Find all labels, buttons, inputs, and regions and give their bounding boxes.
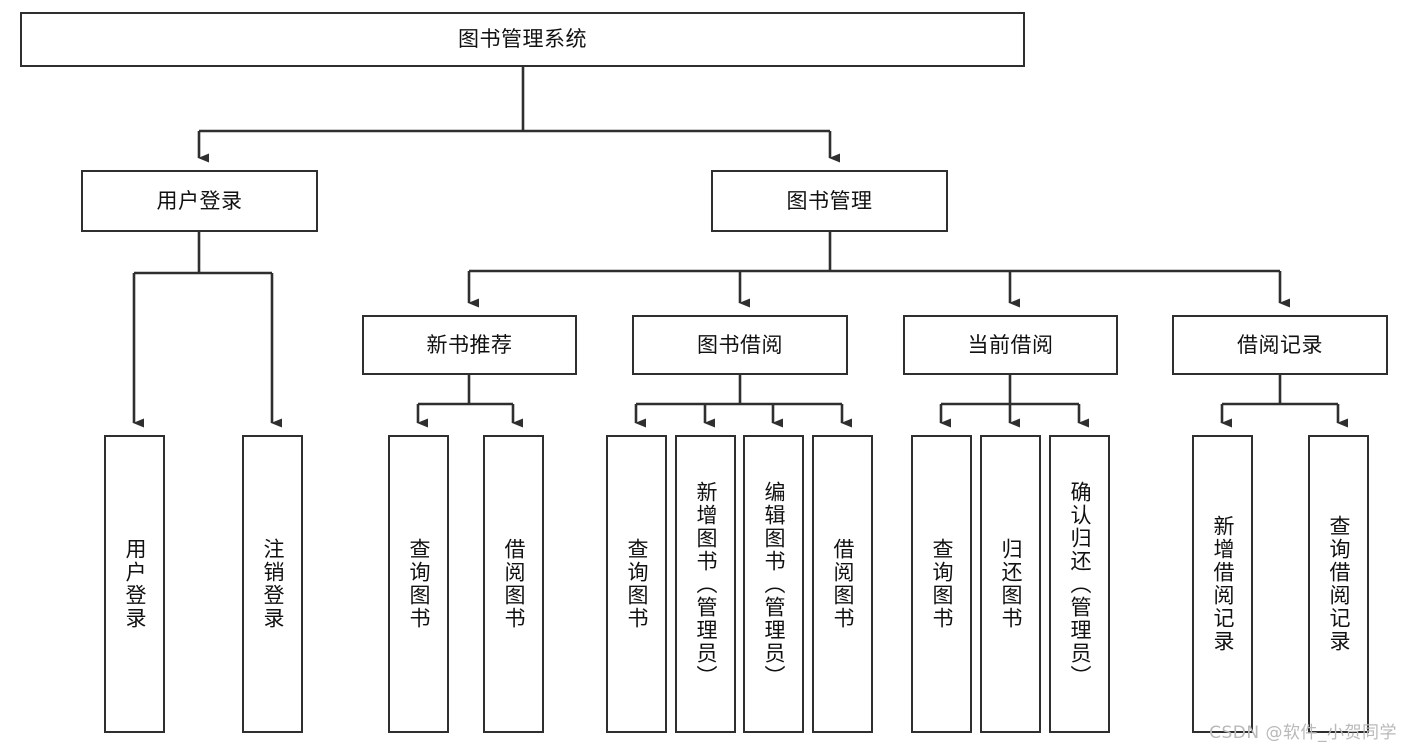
node-new-book-recommend-label: 新书推荐 (426, 332, 513, 357)
node-leaf-query-book-3[interactable]: 查询图书 (911, 435, 972, 733)
node-leaf-add-book-label: 新增图书（管理员） (694, 480, 718, 688)
node-leaf-borrow-book-2-label: 借阅图书 (831, 538, 855, 630)
node-leaf-user-logout[interactable]: 注销登录 (242, 435, 303, 733)
watermark-text: CSDN @软件_小贺同学 (1209, 723, 1397, 743)
node-leaf-user-login[interactable]: 用户登录 (104, 435, 165, 733)
node-new-book-recommend[interactable]: 新书推荐 (362, 315, 577, 375)
node-leaf-user-login-label: 用户登录 (123, 538, 147, 630)
node-leaf-edit-book-label: 编辑图书（管理员） (762, 480, 786, 688)
node-leaf-query-record-label: 查询借阅记录 (1327, 515, 1351, 653)
node-leaf-return-book[interactable]: 归还图书 (980, 435, 1041, 733)
node-leaf-query-book-2-label: 查询图书 (625, 538, 649, 630)
node-current-borrow[interactable]: 当前借阅 (903, 315, 1118, 375)
node-leaf-add-record[interactable]: 新增借阅记录 (1192, 435, 1253, 733)
node-leaf-query-book-1-label: 查询图书 (407, 538, 431, 630)
node-leaf-borrow-book-2[interactable]: 借阅图书 (812, 435, 873, 733)
node-leaf-edit-book[interactable]: 编辑图书（管理员） (743, 435, 804, 733)
node-book-management-label: 图书管理 (786, 188, 873, 213)
node-leaf-borrow-book-1[interactable]: 借阅图书 (483, 435, 544, 733)
node-leaf-confirm-return[interactable]: 确认归还（管理员） (1049, 435, 1110, 733)
node-leaf-query-book-3-label: 查询图书 (930, 538, 954, 630)
node-leaf-query-book-1[interactable]: 查询图书 (388, 435, 449, 733)
node-leaf-confirm-return-label: 确认归还（管理员） (1068, 480, 1092, 688)
node-borrow-record-label: 借阅记录 (1237, 332, 1323, 357)
node-leaf-query-record[interactable]: 查询借阅记录 (1308, 435, 1369, 733)
node-leaf-add-record-label: 新增借阅记录 (1211, 515, 1235, 653)
node-book-borrow[interactable]: 图书借阅 (632, 315, 848, 375)
node-leaf-borrow-book-1-label: 借阅图书 (502, 538, 526, 630)
node-leaf-user-logout-label: 注销登录 (261, 538, 285, 630)
node-borrow-record[interactable]: 借阅记录 (1172, 315, 1388, 375)
node-book-management[interactable]: 图书管理 (711, 170, 948, 232)
node-root-system[interactable]: 图书管理系统 (20, 12, 1025, 67)
node-leaf-return-book-label: 归还图书 (999, 538, 1023, 630)
node-leaf-add-book[interactable]: 新增图书（管理员） (675, 435, 736, 733)
node-root-system-label: 图书管理系统 (458, 27, 587, 52)
node-leaf-query-book-2[interactable]: 查询图书 (606, 435, 667, 733)
node-book-borrow-label: 图书借阅 (697, 332, 783, 357)
node-user-login[interactable]: 用户登录 (81, 170, 318, 232)
node-current-borrow-label: 当前借阅 (967, 332, 1054, 357)
node-user-login-label: 用户登录 (156, 188, 243, 213)
